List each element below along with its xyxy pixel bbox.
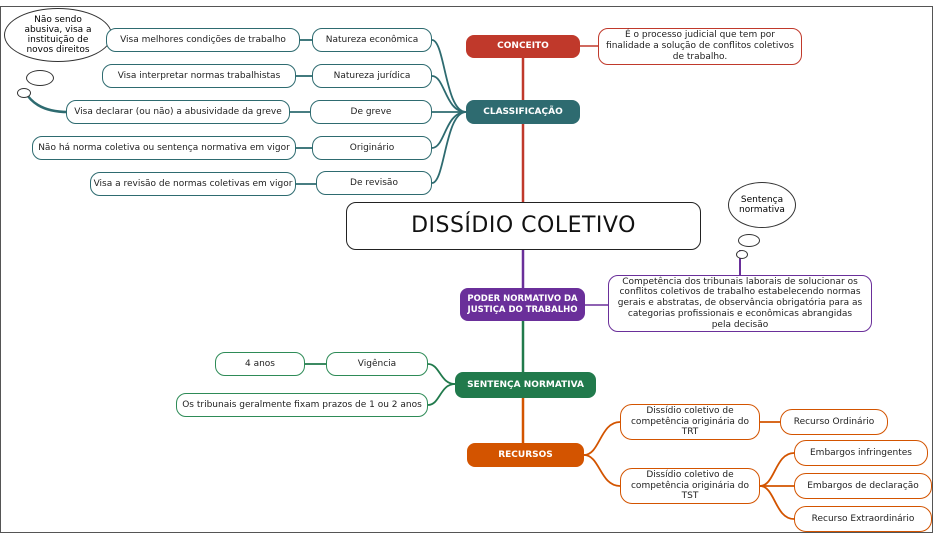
type-natureza-juridica: Natureza jurídica	[312, 64, 432, 88]
recurso-ordinario: Recurso Ordinário	[780, 409, 888, 435]
main-title: DISSÍDIO COLETIVO	[346, 202, 701, 250]
vigencia-value: 4 anos	[215, 352, 305, 376]
cloud-puff	[17, 88, 31, 98]
poder-normativo-description: Competência dos tribunais laborais de so…	[608, 275, 872, 332]
vigencia-node: Vigência	[326, 352, 428, 376]
cloud-puff	[738, 234, 760, 247]
tst-node: Dissídio coletivo de competência originá…	[620, 468, 760, 504]
desc-originario: Não há norma coletiva ou sentença normat…	[32, 136, 296, 160]
trt-node: Dissídio coletivo de competência originá…	[620, 404, 760, 440]
diagram-frame	[0, 6, 933, 533]
type-originario: Originário	[312, 136, 432, 160]
type-de-revisao: De revisão	[316, 171, 432, 195]
type-de-greve: De greve	[310, 100, 432, 124]
desc-de-greve: Visa declarar (ou não) a abusividade da …	[66, 100, 290, 124]
conceito-description: É o processo judicial que tem por finali…	[598, 28, 802, 65]
cloud-puff	[26, 70, 54, 86]
recurso-extraordinario: Recurso Extraordinário	[794, 506, 932, 532]
note-greve-text: Não sendo abusiva, visa a instituição de…	[24, 15, 92, 55]
note-cloud-greve: Não sendo abusiva, visa a instituição de…	[4, 8, 112, 62]
desc-natureza-economica: Visa melhores condições de trabalho	[106, 28, 300, 52]
poder-normativo-node: PODER NORMATIVO DA JUSTIÇA DO TRABALHO	[460, 288, 585, 321]
conceito-node: CONCEITO	[466, 35, 580, 58]
note-cloud-sentenca: Sentença normativa	[728, 182, 796, 228]
embargos-declaracao: Embargos de declaração	[794, 473, 932, 499]
cloud-puff	[736, 250, 748, 259]
recursos-node: RECURSOS	[467, 443, 584, 467]
prazos-node: Os tribunais geralmente fixam prazos de …	[176, 393, 428, 417]
embargos-infringentes: Embargos infringentes	[794, 440, 928, 466]
note-sentenca-text: Sentença normativa	[739, 195, 785, 215]
desc-natureza-juridica: Visa interpretar normas trabalhistas	[102, 64, 296, 88]
desc-de-revisao: Visa a revisão de normas coletivas em vi…	[90, 172, 296, 196]
classificacao-node: CLASSIFICAÇÃO	[466, 100, 580, 124]
sentenca-normativa-node: SENTENÇA NORMATIVA	[455, 372, 596, 398]
type-natureza-economica: Natureza econômica	[312, 28, 432, 52]
